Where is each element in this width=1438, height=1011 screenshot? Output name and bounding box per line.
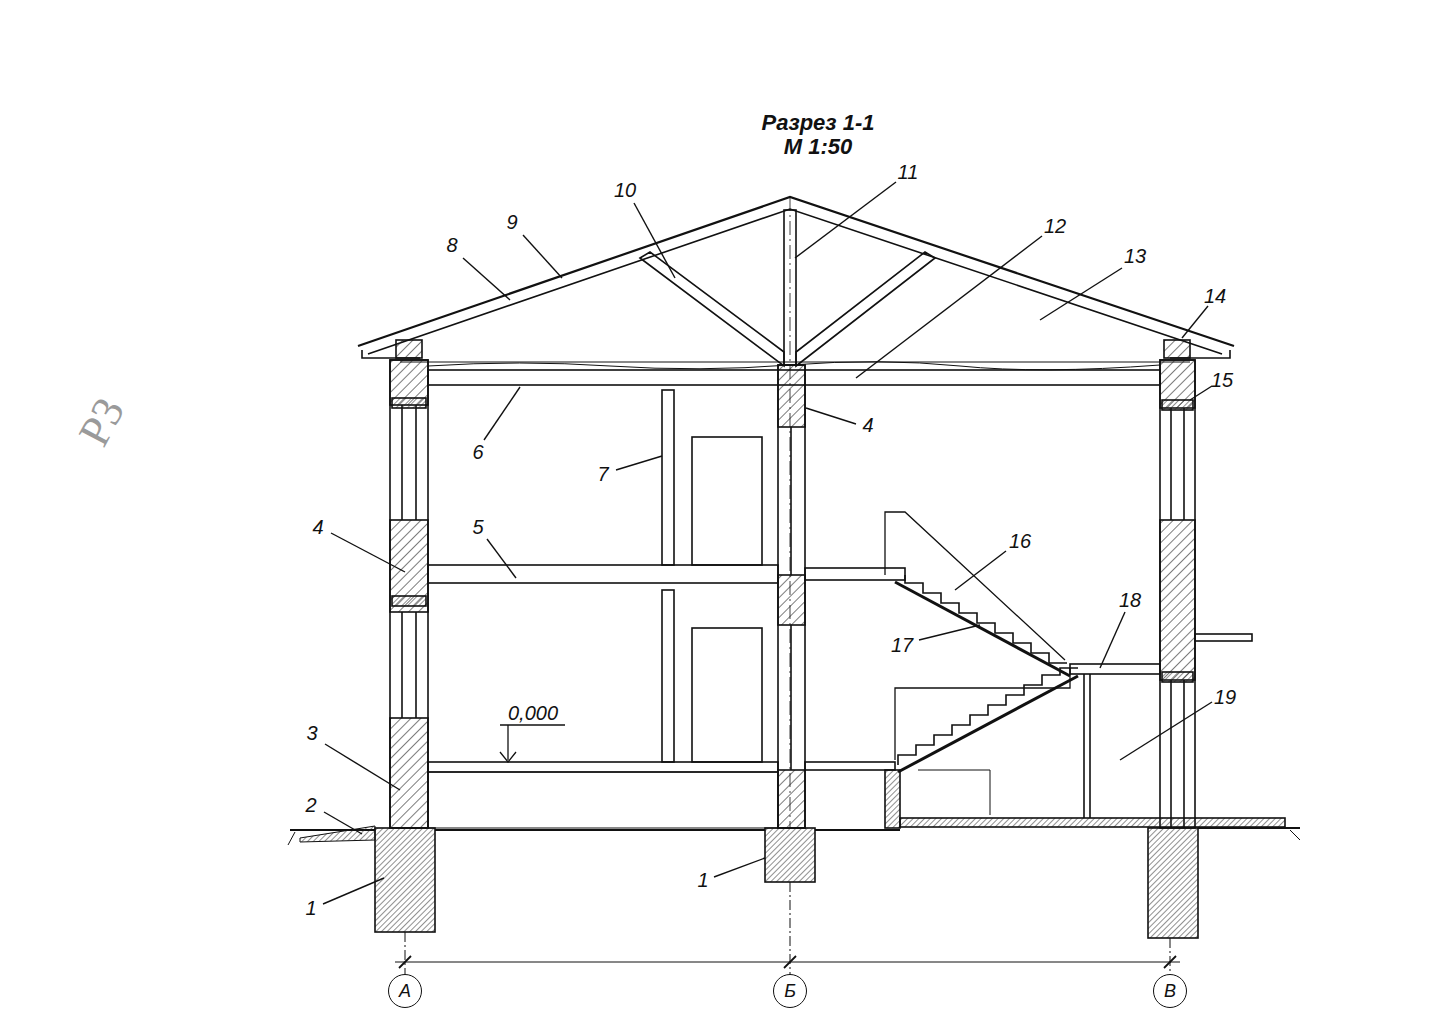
scale-label: М 1:50 [784,136,852,158]
door [692,628,762,762]
foundation [765,828,815,882]
callout-number: 8 [446,235,457,255]
callout-number: 5 [472,517,483,537]
callout-number: 10 [614,180,636,200]
callout-number: 13 [1124,246,1146,266]
callout-number: 17 [891,635,913,655]
staircase [885,512,1160,818]
callout-number: 6 [472,442,483,462]
basement-floor [900,818,1285,827]
callout-number: 18 [1119,590,1141,610]
section-title: Разрез 1-1 [762,112,875,134]
strut [796,252,935,366]
level-mark [500,725,565,762]
callout-number: 7 [597,464,608,484]
callout-number: 14 [1204,286,1226,306]
strut [640,252,784,366]
callout-number: 11 [898,162,919,182]
handwritten-note: Р3 [72,391,133,453]
callout-number: 3 [306,723,317,743]
balcony-beam [1195,634,1252,641]
door [692,437,762,565]
axis-lines [395,197,1180,977]
attic-slab [428,370,1160,385]
ground-slab [428,762,778,772]
callout-number: 4 [312,517,323,537]
axis-letter: В [1164,982,1176,1000]
callout-number: 15 [1211,370,1233,390]
callout-number: 9 [506,212,517,232]
dimension-line [395,962,1180,963]
callout-number: 12 [1044,216,1066,236]
foundation [1148,828,1198,938]
axis-bubble: В [1153,974,1187,1008]
level-mark-value: 0,000 [508,703,558,723]
callout-number: 1 [697,870,708,890]
callout-number: 1 [305,898,316,918]
axis-bubble: А [388,974,422,1008]
callout-number: 2 [305,795,316,815]
callout-number: 16 [1009,531,1031,551]
landing [1070,664,1160,674]
structure [288,197,1300,938]
callout-number: 4 [862,415,873,435]
blind-area [300,826,375,842]
leader-lines [323,182,1212,904]
callout-number: 19 [1214,687,1236,707]
foundation [375,828,435,932]
floor-slab [428,565,778,583]
rafter [368,209,1222,354]
axis-bubble: Б [773,974,807,1008]
axis-letter: Б [784,982,796,1000]
partition [662,390,674,565]
axis-letter: А [399,982,411,1000]
